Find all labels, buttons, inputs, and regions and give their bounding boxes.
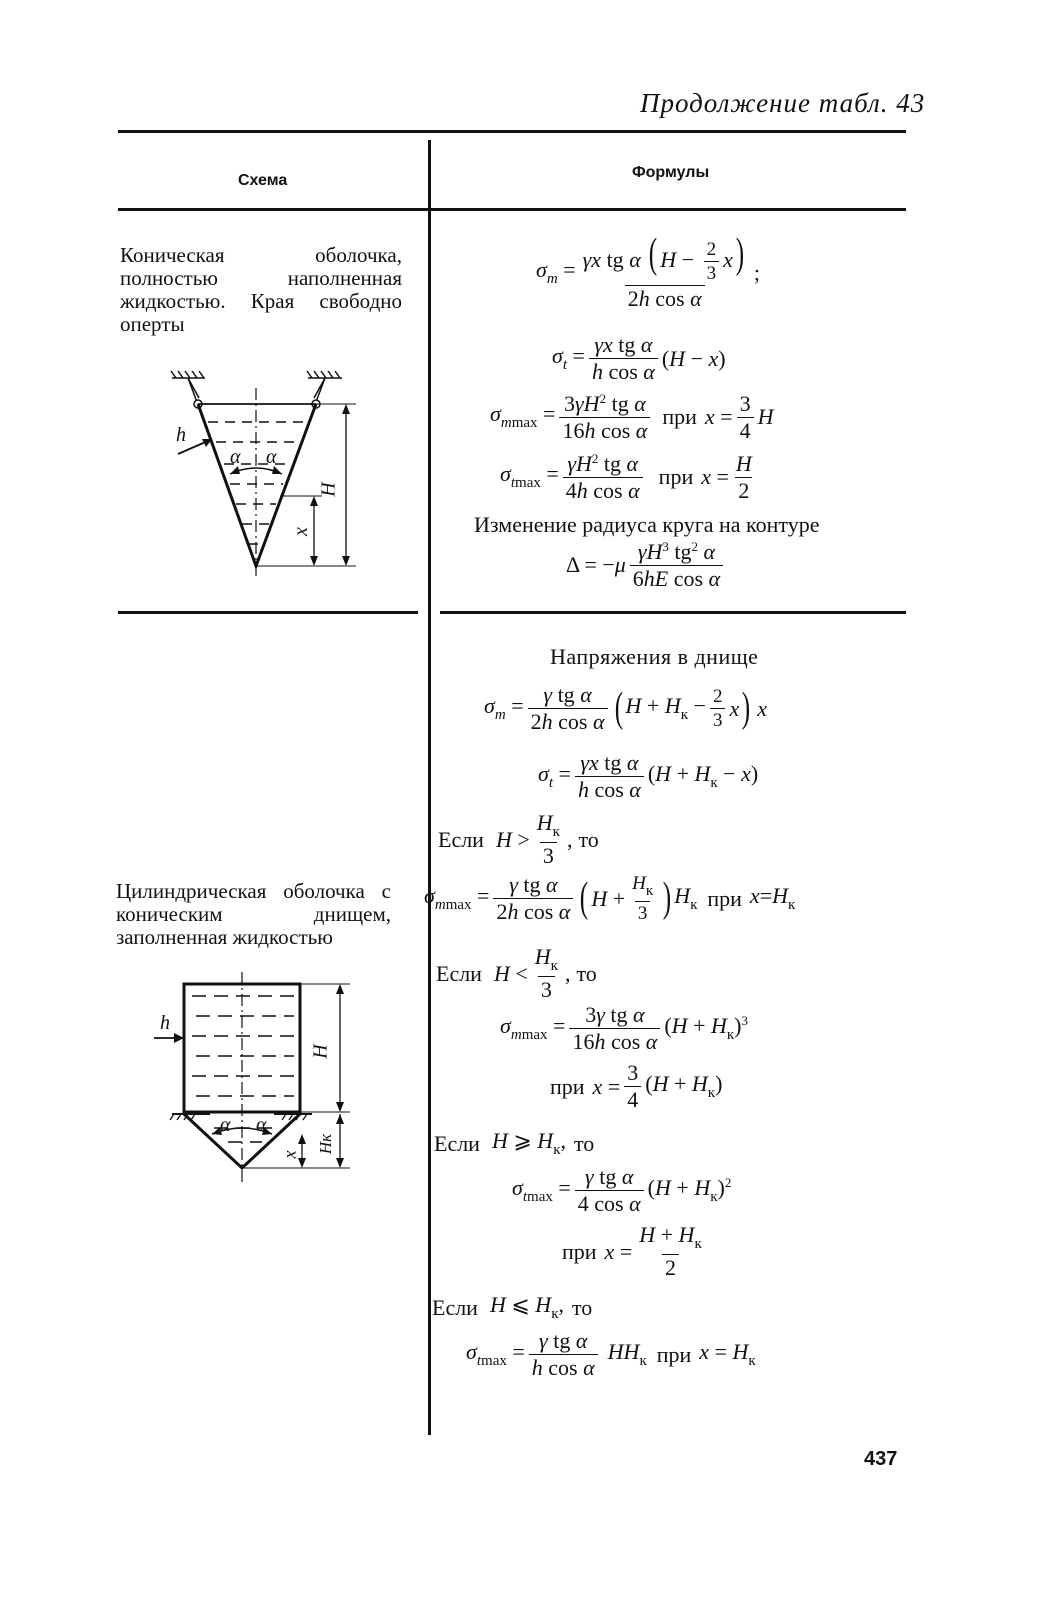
column-header-scheme: Схема: [238, 172, 288, 189]
word-to: то: [576, 960, 597, 986]
table-header-rule: [118, 208, 906, 211]
page-number: 437: [864, 1448, 898, 1470]
condition-3: Если H ⩾ Hк, то: [434, 1128, 595, 1158]
word-pri: при: [562, 1238, 597, 1264]
word-pri: при: [707, 885, 742, 911]
word-esli: Если: [438, 826, 484, 852]
figure2-label-H: H: [309, 1044, 332, 1059]
word-esli: Если: [432, 1295, 478, 1320]
column-header-formulas: Формулы: [632, 164, 710, 181]
figure1-label-H: H: [317, 482, 340, 497]
cylindrical-shell-figure: [154, 972, 350, 1182]
column-divider: [428, 140, 431, 1435]
word-esli: Если: [434, 1131, 480, 1156]
condition-4: Если H ⩽ Hк, то: [432, 1292, 593, 1322]
row2-description: Цилиндрическая оболочка с коническим дни…: [116, 879, 391, 949]
conical-shell-figure: [170, 370, 356, 576]
figure1-label-alpha-left: α: [230, 446, 241, 468]
word-to: то: [571, 1295, 593, 1320]
figure2-label-Hk: Hк: [316, 1133, 336, 1155]
figure1-label-h: h: [176, 424, 186, 446]
table-top-rule: [118, 130, 906, 133]
word-pri: при: [550, 1073, 585, 1099]
word-pri: при: [662, 404, 697, 429]
word-pri: при: [656, 1341, 692, 1367]
figure2-label-alpha-left: α: [220, 1114, 231, 1136]
word-to: то: [573, 1131, 595, 1156]
figure2-label-alpha-right: α: [256, 1114, 267, 1136]
row2-intro-text: Напряжения в днище: [550, 644, 759, 669]
running-head: Продолжение табл. 43: [640, 88, 926, 118]
word-esli: Если: [436, 960, 482, 986]
row1-description: Коническая оболочка, полностью наполненн…: [120, 243, 402, 336]
figure2-label-x: x: [279, 1150, 300, 1159]
word-pri: при: [658, 464, 694, 489]
figure2-label-h: h: [160, 1012, 170, 1034]
figure1-label-alpha-right: α: [266, 446, 277, 468]
row-separator-left: [118, 611, 418, 614]
word-to: то: [578, 826, 599, 852]
row-separator-right: [440, 611, 906, 614]
figure1-label-x: x: [289, 527, 312, 536]
row1-intro-text: Изменение радиуса круга на контуре: [474, 512, 820, 537]
